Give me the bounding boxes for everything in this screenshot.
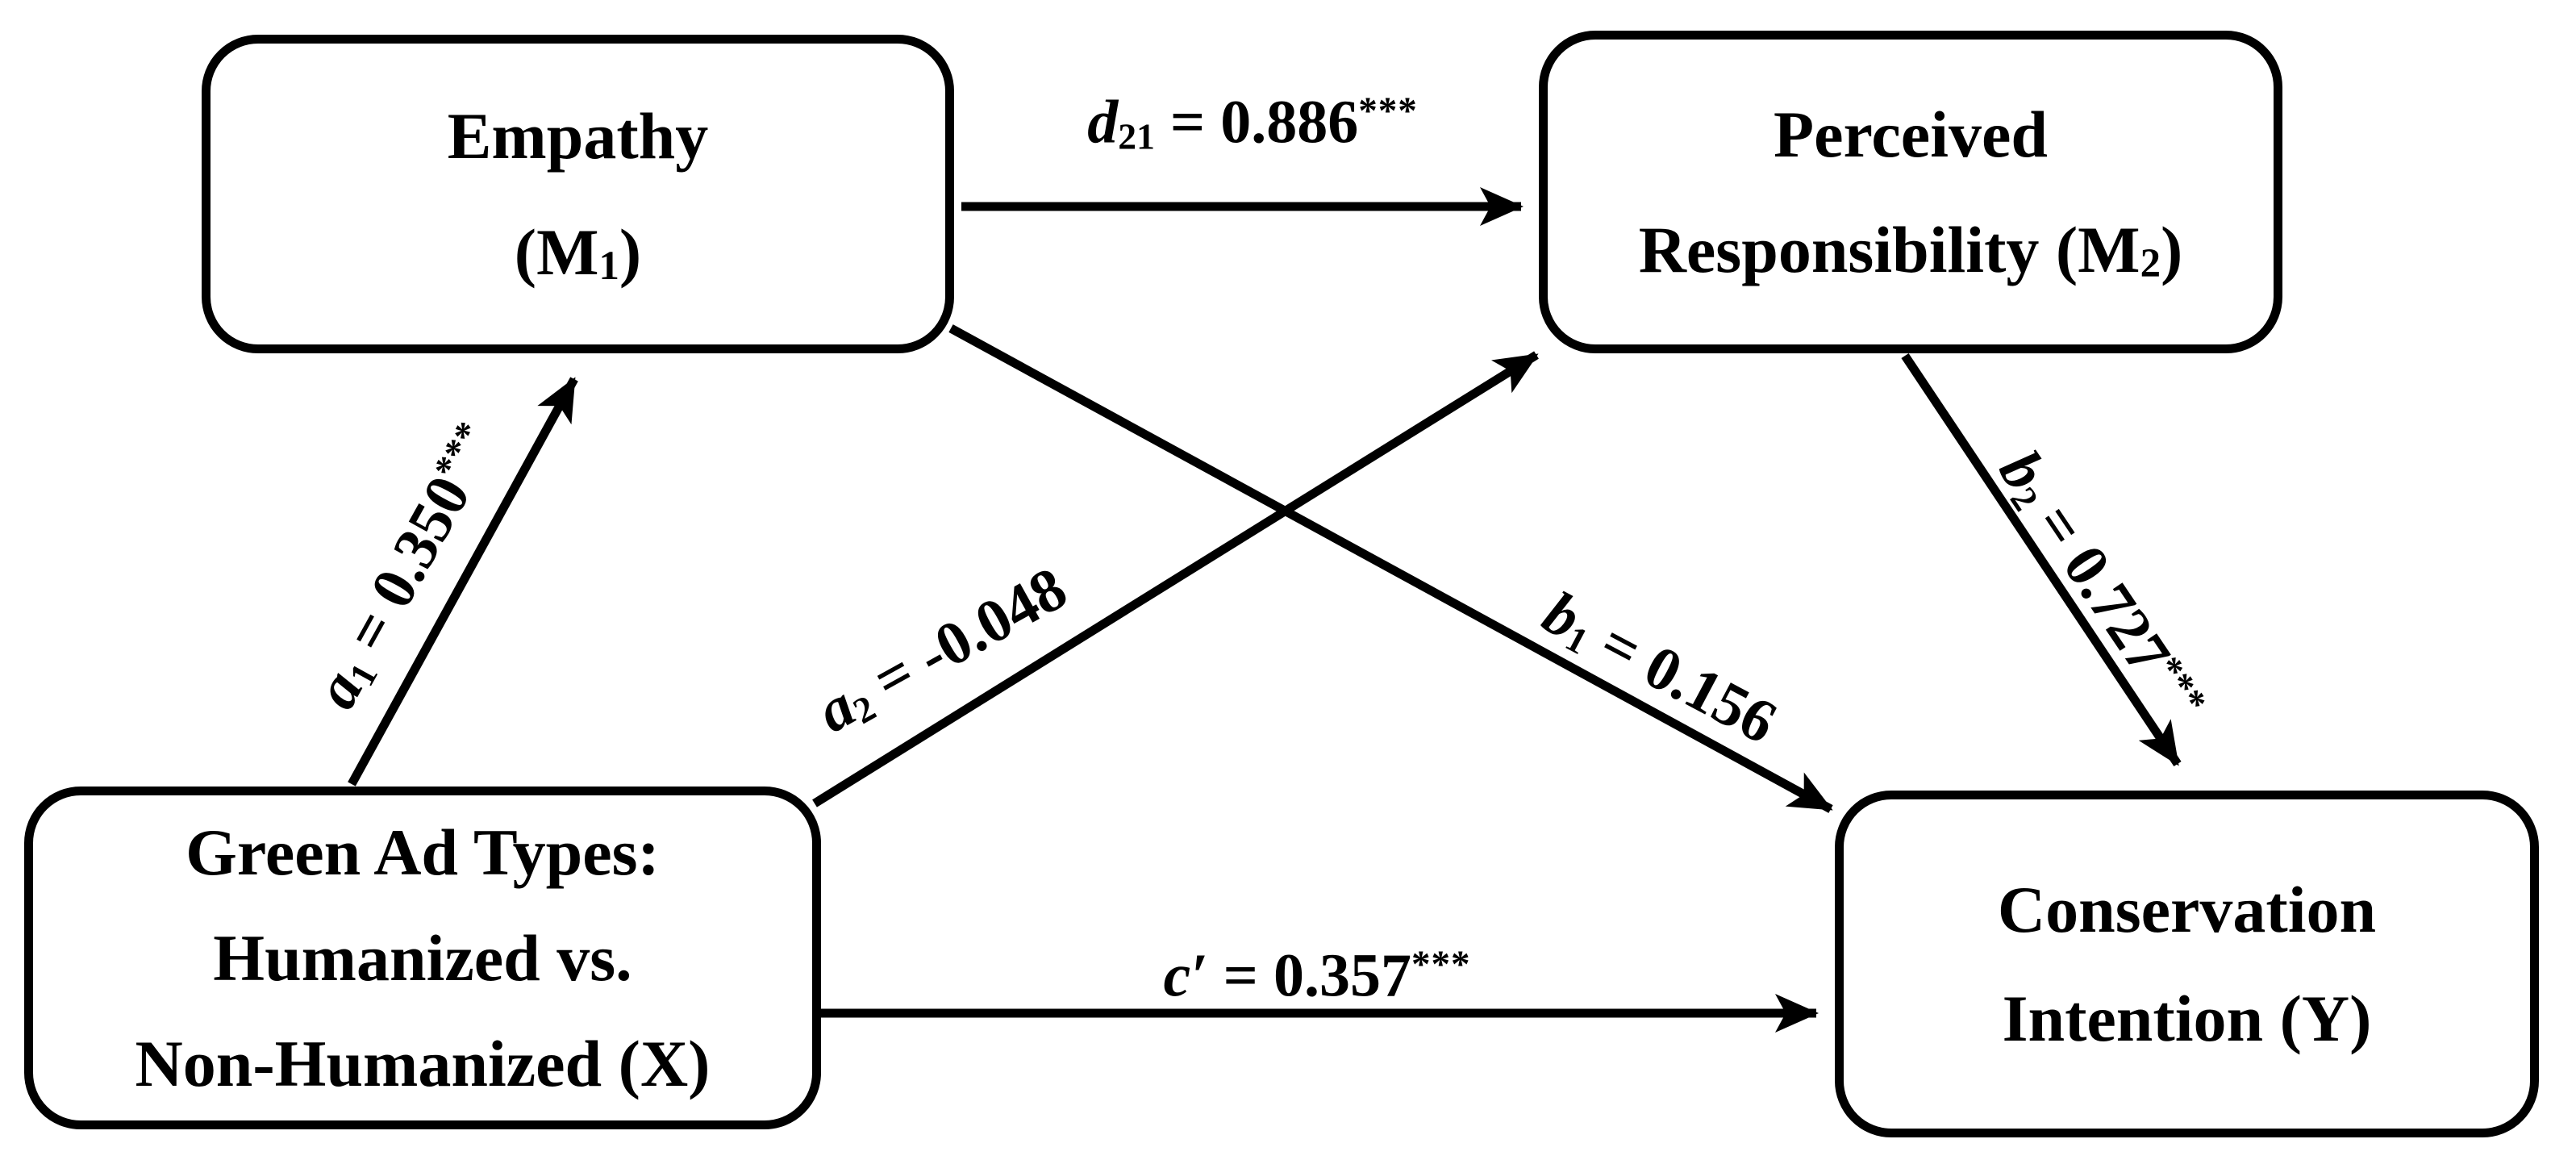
node-label-line: Humanized vs. <box>213 905 631 1011</box>
arrow-a1-x-to-m1 <box>348 377 578 787</box>
significance-stars: *** <box>1411 943 1471 986</box>
coefficient-value: = 0.886 <box>1154 88 1359 156</box>
node-green-ad-types-x: Green Ad Types: Humanized vs. Non-Humani… <box>24 787 821 1129</box>
arrow-b2-m2-to-y <box>1901 353 2182 767</box>
node-empathy-m1: Empathy (M1) <box>202 35 954 353</box>
label-text: Empathy <box>447 99 709 173</box>
node-label-line: Conservation <box>1998 855 2376 964</box>
node-label-line: Perceived <box>1774 77 2048 193</box>
label-text: Perceived <box>1774 97 2048 171</box>
coefficient-subscript: 21 <box>1118 115 1155 157</box>
label-subscript: 2 <box>2140 240 2161 286</box>
label-text: Responsibility (M <box>1638 213 2140 286</box>
coefficient-value: = 0.357 <box>1207 941 1411 1010</box>
node-conservation-intention-y: Conservation Intention (Y) <box>1835 791 2539 1137</box>
arrow-a2-x-to-m2 <box>812 351 1539 807</box>
label-text: Green Ad Types: <box>185 815 660 889</box>
node-label-line: Non-Humanized (X) <box>135 1011 711 1116</box>
path-label-c-prime: c′ = 0.357*** <box>1164 941 1471 1012</box>
label-text: Conservation <box>1997 872 2377 946</box>
node-label-line: Intention (Y) <box>2003 964 2372 1073</box>
arrow-b1-m1-to-y <box>948 324 1833 813</box>
label-text: Intention (Y) <box>2002 982 2372 1055</box>
coefficient-symbol: c′ <box>1163 941 1208 1010</box>
node-label-line: (M1) <box>515 194 641 311</box>
label-text: ) <box>619 215 642 289</box>
node-label-line: Green Ad Types: <box>185 799 660 905</box>
node-label-line: Responsibility (M2) <box>1639 192 2183 308</box>
label-text: (M <box>514 215 599 289</box>
path-label-d21: d21 = 0.886*** <box>1087 88 1417 158</box>
significance-stars: *** <box>1358 90 1418 132</box>
node-perceived-responsibility-m2: Perceived Responsibility (M2) <box>1539 31 2282 353</box>
node-label-line: Empathy <box>448 78 709 194</box>
label-text: Humanized vs. <box>213 920 632 995</box>
label-text: ) <box>2161 213 2183 286</box>
label-subscript: 1 <box>598 242 619 288</box>
label-text: Non-Humanized (X) <box>135 1027 711 1101</box>
coefficient-symbol: d <box>1087 88 1119 156</box>
